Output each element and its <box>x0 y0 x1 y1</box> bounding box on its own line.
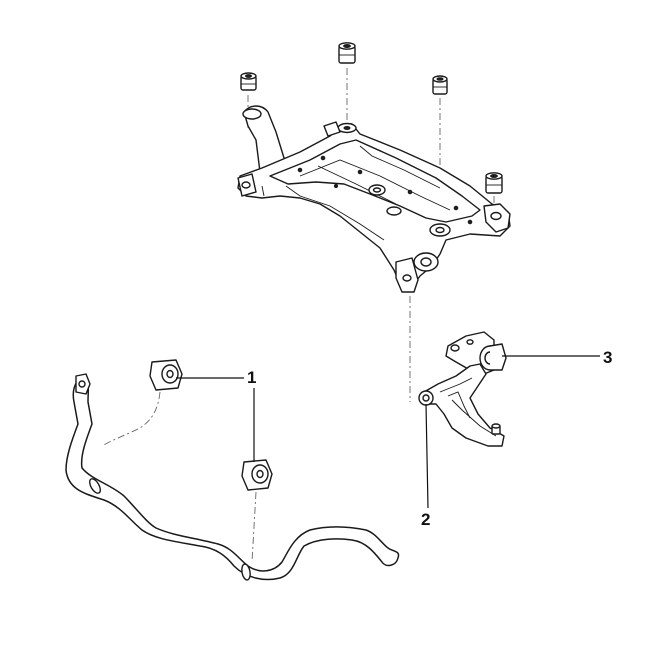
subframe-bushing-front-center <box>338 42 356 128</box>
stabilizer-bar <box>65 373 400 581</box>
front-subframe <box>237 105 511 293</box>
leader-lines <box>176 355 600 509</box>
subframe-bushing-front-left <box>240 72 257 128</box>
callout-number-3: 3 <box>603 348 613 367</box>
lower-control-arm-rear-bushing <box>479 343 507 371</box>
callout-number-2: 2 <box>421 510 431 529</box>
subframe-bushing-rear-center <box>432 75 448 228</box>
callout-number-1: 1 <box>247 368 257 387</box>
stabilizer-bar-bushing-lower <box>241 459 273 563</box>
stabilizer-bar-bushing-upper <box>101 359 183 447</box>
